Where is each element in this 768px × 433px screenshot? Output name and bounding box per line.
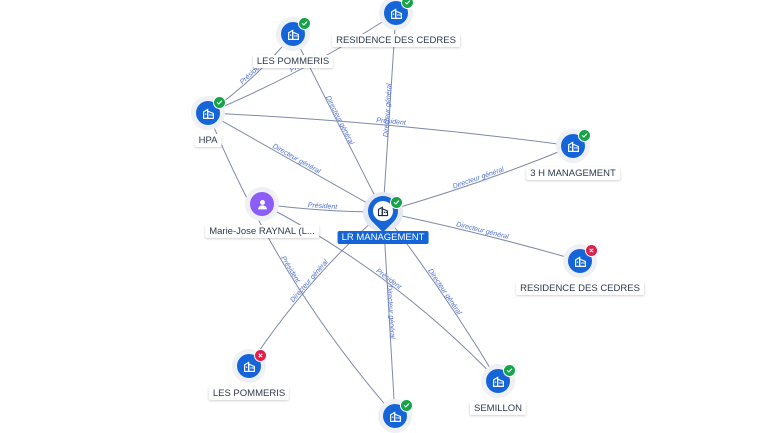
building-icon bbox=[373, 201, 393, 221]
edge-label: Président bbox=[376, 117, 407, 127]
edge-hpa-bottom bbox=[207, 112, 396, 417]
edge-lr-cedres2 bbox=[382, 211, 581, 262]
node-label: Marie-Jose RAYNAL (L... bbox=[205, 225, 319, 238]
node-label: LR MANAGEMENT bbox=[337, 231, 429, 244]
node-label: HPA bbox=[194, 134, 222, 147]
check-icon bbox=[400, 399, 413, 412]
cross-icon bbox=[254, 349, 267, 362]
node-label: RESIDENCE DES CEDRES bbox=[332, 34, 460, 47]
edge-label: Président bbox=[307, 202, 338, 211]
node-label: RESIDENCE DES CEDRES bbox=[516, 282, 644, 295]
check-icon bbox=[503, 364, 516, 377]
check-icon bbox=[298, 17, 311, 30]
edge-label: Directeur général bbox=[385, 285, 395, 339]
check-icon bbox=[390, 196, 403, 209]
check-icon bbox=[213, 96, 226, 109]
map-pin-icon bbox=[361, 189, 405, 233]
check-icon bbox=[401, 0, 414, 9]
edge-label: Directeur général bbox=[455, 221, 509, 241]
cross-icon bbox=[585, 244, 598, 257]
edge-hpa-hmgmt bbox=[207, 112, 574, 147]
edge-label: Président bbox=[279, 255, 301, 285]
edge-label: Directeur général bbox=[383, 83, 393, 137]
edge-hpa-lr bbox=[207, 112, 384, 213]
edge-lr-pommeris2 bbox=[248, 211, 384, 367]
check-icon bbox=[578, 129, 591, 142]
edge-label: Directeur général bbox=[452, 166, 505, 190]
node-label: 3 H MANAGEMENT bbox=[526, 167, 620, 180]
edge-lr-hmgmt bbox=[382, 145, 574, 213]
node-label: SEMILLON bbox=[469, 402, 527, 415]
person-icon bbox=[250, 192, 274, 216]
node-label: LES POMMERIS bbox=[252, 55, 334, 68]
edge-label: Directeur général bbox=[271, 143, 322, 176]
node-label: LES POMMERIS bbox=[208, 387, 290, 400]
edge-label: Directeur général bbox=[426, 268, 462, 317]
